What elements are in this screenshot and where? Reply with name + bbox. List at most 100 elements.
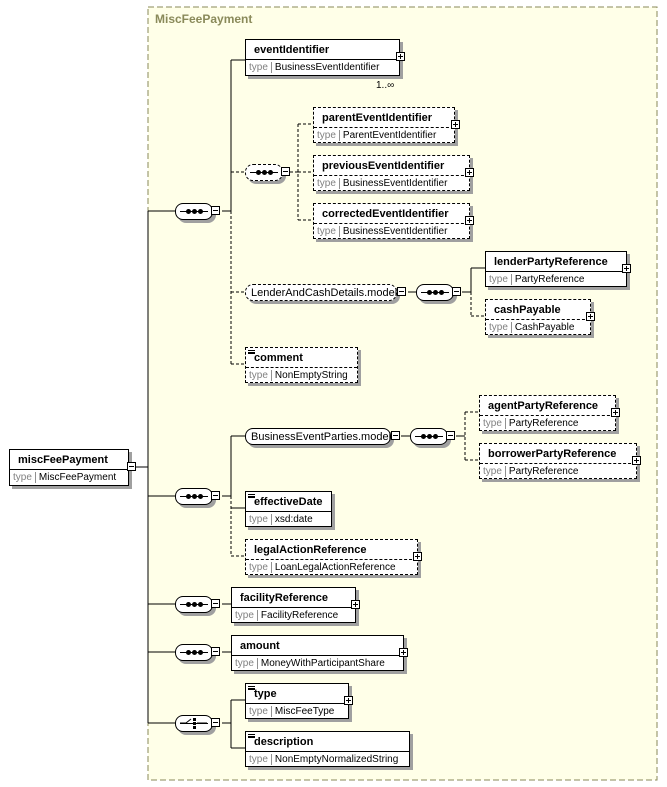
expand-icon[interactable]: [451, 120, 460, 129]
collapse-icon[interactable]: [127, 462, 136, 471]
documentation-icon: [248, 494, 255, 498]
documentation-icon: [248, 734, 255, 738]
type-key: type: [235, 610, 258, 621]
expand-icon[interactable]: [465, 216, 474, 225]
expand-icon[interactable]: [611, 408, 620, 417]
element-type: PartyReference: [508, 418, 579, 429]
expand-icon[interactable]: [465, 168, 474, 177]
collapse-icon[interactable]: [281, 167, 290, 176]
collapse-icon[interactable]: [211, 599, 220, 608]
type-key: type: [249, 562, 272, 573]
sequence-icon: [245, 164, 283, 181]
element-name: facilityReference: [240, 592, 329, 604]
collapse-icon[interactable]: [446, 431, 455, 440]
element-name: comment: [254, 352, 303, 364]
type-key: type: [483, 418, 506, 429]
expand-icon[interactable]: [396, 52, 405, 61]
type-key: type: [249, 706, 272, 717]
collapse-icon[interactable]: [211, 647, 220, 656]
collapse-icon[interactable]: [391, 431, 400, 440]
element-type: FacilityReference: [260, 610, 339, 621]
element-type: BusinessEventIdentifier: [342, 178, 448, 189]
type-key: type: [317, 226, 340, 237]
element-type: xsd:date: [274, 514, 313, 525]
type-key: type: [235, 658, 258, 669]
collapse-icon[interactable]: [211, 206, 220, 215]
occurrence-label: 1..∞: [376, 80, 395, 91]
element-type: CashPayable: [514, 322, 575, 333]
element-name: correctedEventIdentifier: [322, 208, 449, 220]
expand-icon[interactable]: [344, 696, 353, 705]
element-type: MiscFeePayment: [38, 472, 117, 483]
element-name: parentEventIdentifier: [322, 112, 433, 124]
type-key: type: [317, 178, 340, 189]
element-type: BusinessEventIdentifier: [274, 62, 380, 73]
element-name: cashPayable: [494, 304, 561, 316]
expand-icon[interactable]: [399, 648, 408, 657]
element-name: effectiveDate: [254, 496, 323, 508]
element-name: description: [254, 736, 314, 748]
collapse-icon[interactable]: [211, 491, 220, 500]
type-key: type: [249, 62, 272, 73]
sequence-icon: [175, 644, 213, 661]
expand-icon[interactable]: [622, 264, 631, 273]
documentation-icon: [248, 686, 255, 690]
sequence-icon: [175, 596, 213, 613]
element-name: amount: [240, 640, 280, 652]
element-name: eventIdentifier: [254, 44, 330, 56]
type-key: type: [489, 322, 512, 333]
element-name: agentPartyReference: [488, 400, 599, 412]
type-key: type: [249, 370, 272, 381]
expand-icon[interactable]: [413, 552, 422, 561]
collapse-icon[interactable]: [452, 287, 461, 296]
expand-icon[interactable]: [586, 312, 595, 321]
element-type: NonEmptyString: [274, 370, 348, 381]
model-group-business-event-parties[interactable]: BusinessEventParties.model: [245, 428, 391, 445]
element-type: PartyReference: [514, 274, 585, 285]
collapse-icon[interactable]: [397, 287, 406, 296]
element-name: previousEventIdentifier: [322, 160, 445, 172]
element-type: PartyReference: [508, 466, 579, 477]
expand-icon[interactable]: [351, 600, 360, 609]
element-type: ParentEventIdentifier: [342, 130, 437, 141]
element-name: lenderPartyReference: [494, 256, 608, 268]
element-name: type: [254, 688, 277, 700]
element-type: NonEmptyNormalizedString: [274, 754, 399, 765]
type-key: type: [489, 274, 512, 285]
collapse-icon[interactable]: [211, 718, 220, 727]
model-group-lender-and-cash[interactable]: LenderAndCashDetails.model: [245, 284, 397, 301]
expand-icon[interactable]: [632, 456, 641, 465]
